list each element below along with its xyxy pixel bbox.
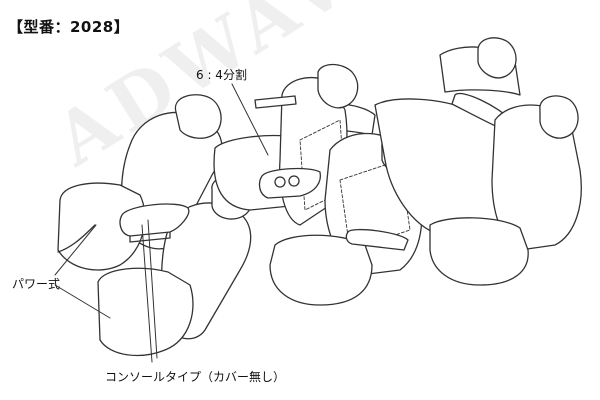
- console-type-label: コンソールタイプ（カバー無し）: [105, 370, 286, 384]
- leader-lines: [54, 83, 269, 363]
- power-seat-label: パワー式: [12, 277, 61, 291]
- split-ratio-label: 6 : 4分割: [196, 68, 247, 82]
- third-row-bench: [374, 37, 582, 286]
- page-title: 【型番：2028】: [8, 18, 130, 36]
